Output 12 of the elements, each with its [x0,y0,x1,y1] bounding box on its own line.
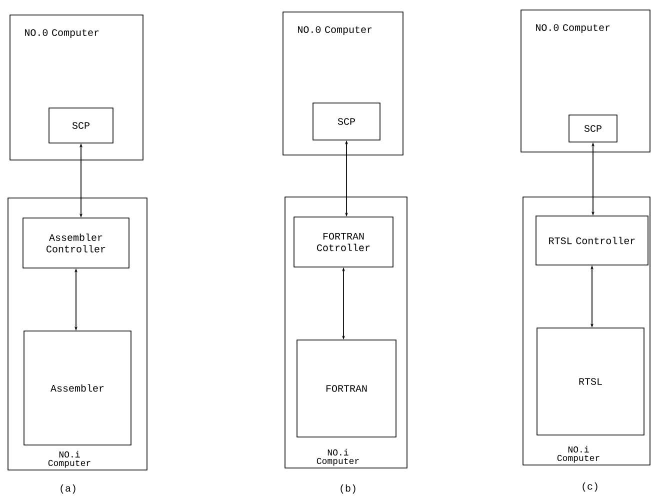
module-box: RTSL [536,328,644,436]
panel-caption: (a) [60,484,76,494]
panel-caption: (b) [340,484,356,494]
module-box: SCP [48,108,114,144]
module-box: RTSL Controller [536,216,648,266]
module-box: SCP [568,114,618,142]
module-box: FORTRAN Cotroller [294,216,394,268]
module-box: Assembler [24,330,132,446]
module-box: Assembler Controller [22,218,130,268]
panel-caption: (c) [582,482,598,492]
module-box: FORTRAN [296,340,396,438]
module-box: SCP [312,102,380,140]
